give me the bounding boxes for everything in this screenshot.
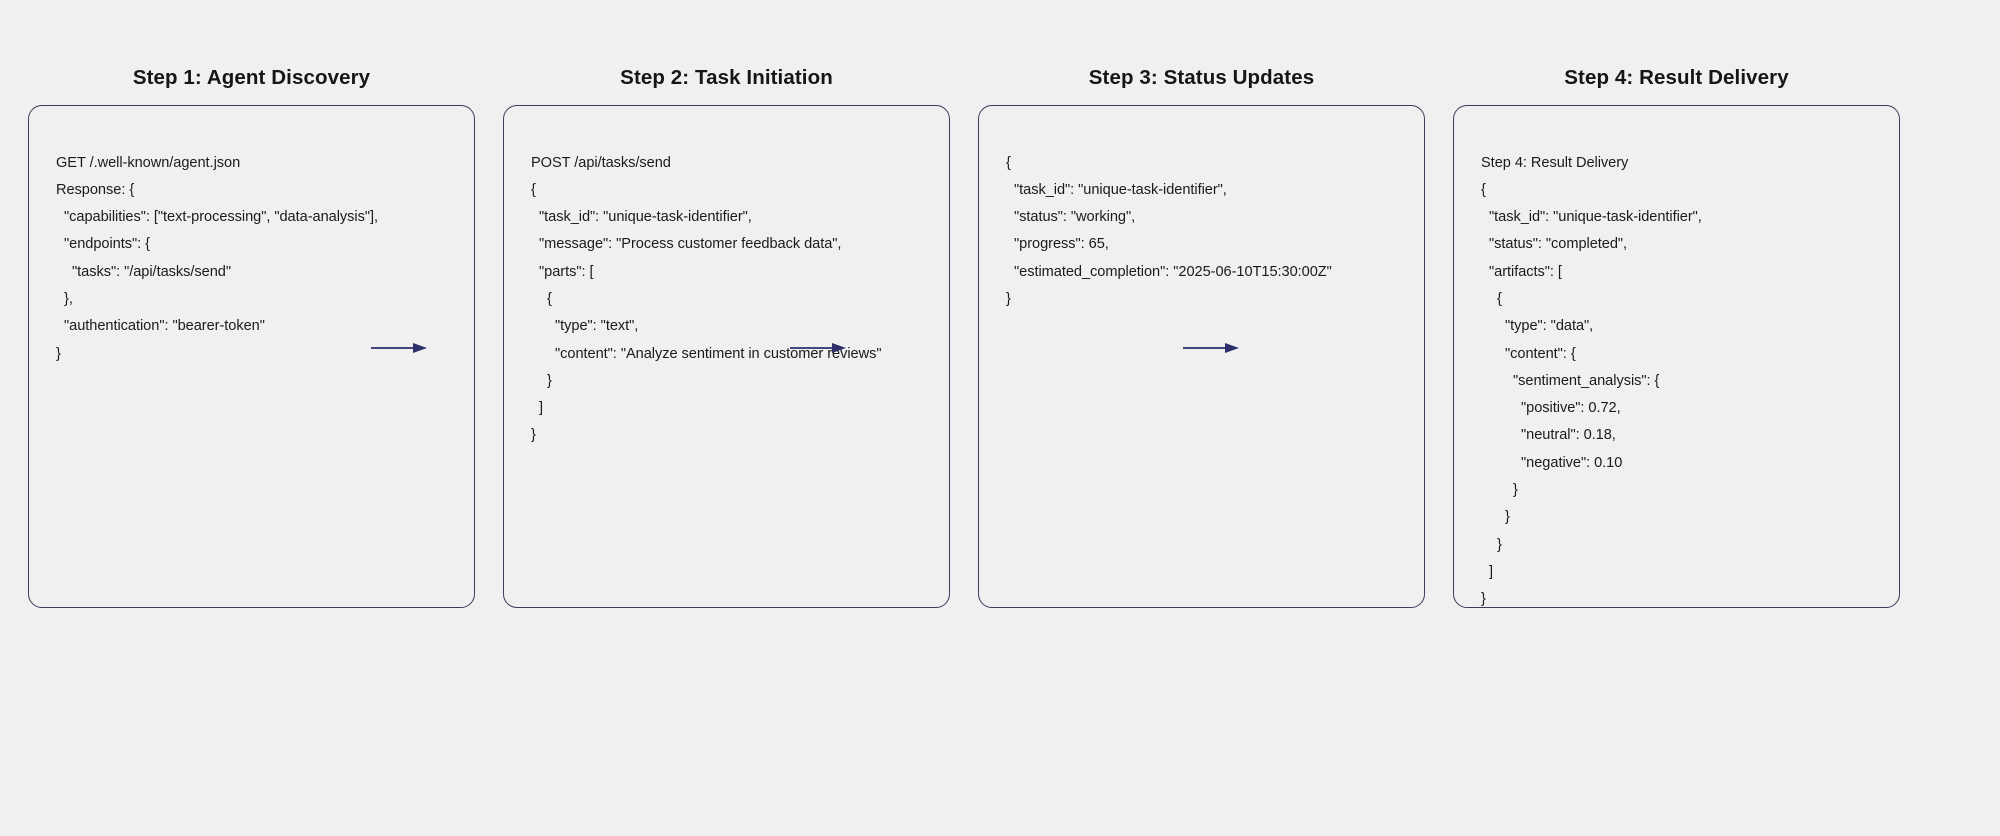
code-line: "message": "Process customer feedback da… bbox=[531, 236, 842, 253]
code-line: "artifacts": [ bbox=[1481, 263, 1562, 280]
code-line: "authentication": "bearer-token" bbox=[56, 318, 265, 335]
code-line: "estimated_completion": "2025-06-10T15:3… bbox=[1006, 263, 1332, 280]
code-line: } bbox=[531, 372, 552, 389]
arrow-right-icon bbox=[371, 341, 427, 355]
code-line: "positive": 0.72, bbox=[1481, 400, 1621, 417]
code-line: "status": "working", bbox=[1006, 209, 1136, 226]
code-line: { bbox=[1481, 181, 1486, 198]
step-card-3[interactable]: { "task_id": "unique-task-identifier", "… bbox=[978, 104, 1425, 608]
step-title-3: Step 3: Status Updates bbox=[1088, 66, 1315, 89]
code-line: { bbox=[531, 181, 536, 198]
step-card-1[interactable]: GET /.well-known/agent.json Response: { … bbox=[28, 104, 475, 608]
step-title-4: Step 4: Result Delivery bbox=[1564, 66, 1789, 89]
step-title-1: Step 1: Agent Discovery bbox=[132, 66, 371, 89]
code-line: "type": "text", bbox=[531, 318, 639, 335]
code-line: Response: { bbox=[56, 181, 135, 198]
step-card-4[interactable]: Step 4: Result Delivery { "task_id": "un… bbox=[1453, 104, 1900, 608]
code-line: "tasks": "/api/tasks/send" bbox=[56, 263, 231, 280]
code-line: "task_id": "unique-task-identifier", bbox=[1006, 181, 1227, 198]
code-line: } bbox=[1481, 509, 1510, 526]
step-card-2[interactable]: POST /api/tasks/send { "task_id": "uniqu… bbox=[503, 104, 950, 608]
code-line: "neutral": 0.18, bbox=[1481, 427, 1616, 444]
arrow-right-icon bbox=[790, 341, 846, 355]
arrow-right-icon bbox=[1183, 341, 1239, 355]
code-line: "progress": 65, bbox=[1006, 236, 1109, 253]
step-column-2: Step 2: Task Initiation POST /api/tasks/… bbox=[503, 0, 950, 608]
code-line: } bbox=[1481, 482, 1518, 499]
code-line: { bbox=[1006, 154, 1011, 171]
code-line: ] bbox=[1481, 563, 1494, 580]
code-line: } bbox=[1481, 536, 1502, 553]
code-line: } bbox=[56, 345, 61, 362]
code-line: } bbox=[1006, 290, 1011, 307]
code-line: "type": "data", bbox=[1481, 318, 1594, 335]
step-column-1: Step 1: Agent Discovery GET /.well-known… bbox=[28, 0, 475, 608]
code-line: "task_id": "unique-task-identifier", bbox=[1481, 209, 1702, 226]
code-line: "negative": 0.10 bbox=[1481, 454, 1623, 471]
step-column-3: Step 3: Status Updates { "task_id": "uni… bbox=[978, 0, 1425, 608]
code-line: Step 4: Result Delivery bbox=[1481, 154, 1629, 171]
code-line: { bbox=[531, 290, 552, 307]
code-line: GET /.well-known/agent.json bbox=[56, 154, 241, 171]
code-line: "content": { bbox=[1481, 345, 1576, 362]
code-line: "endpoints": { bbox=[56, 236, 150, 253]
code-line: "status": "completed", bbox=[1481, 236, 1628, 253]
code-line: "capabilities": ["text-processing", "dat… bbox=[56, 209, 378, 226]
code-line: }, bbox=[56, 290, 73, 307]
code-line: } bbox=[531, 427, 536, 444]
step-title-2: Step 2: Task Initiation bbox=[620, 66, 833, 89]
code-line: ] bbox=[531, 400, 544, 417]
code-line: POST /api/tasks/send bbox=[531, 154, 671, 171]
step-column-4: Step 4: Result Delivery Step 4: Result D… bbox=[1453, 0, 1900, 608]
code-line: "sentiment_analysis": { bbox=[1481, 372, 1660, 389]
code-line: "task_id": "unique-task-identifier", bbox=[531, 209, 752, 226]
code-line: { bbox=[1481, 290, 1502, 307]
code-line: "parts": [ bbox=[531, 263, 594, 280]
code-line: "content": "Analyze sentiment in custome… bbox=[531, 345, 882, 362]
code-line: } bbox=[1481, 591, 1486, 608]
